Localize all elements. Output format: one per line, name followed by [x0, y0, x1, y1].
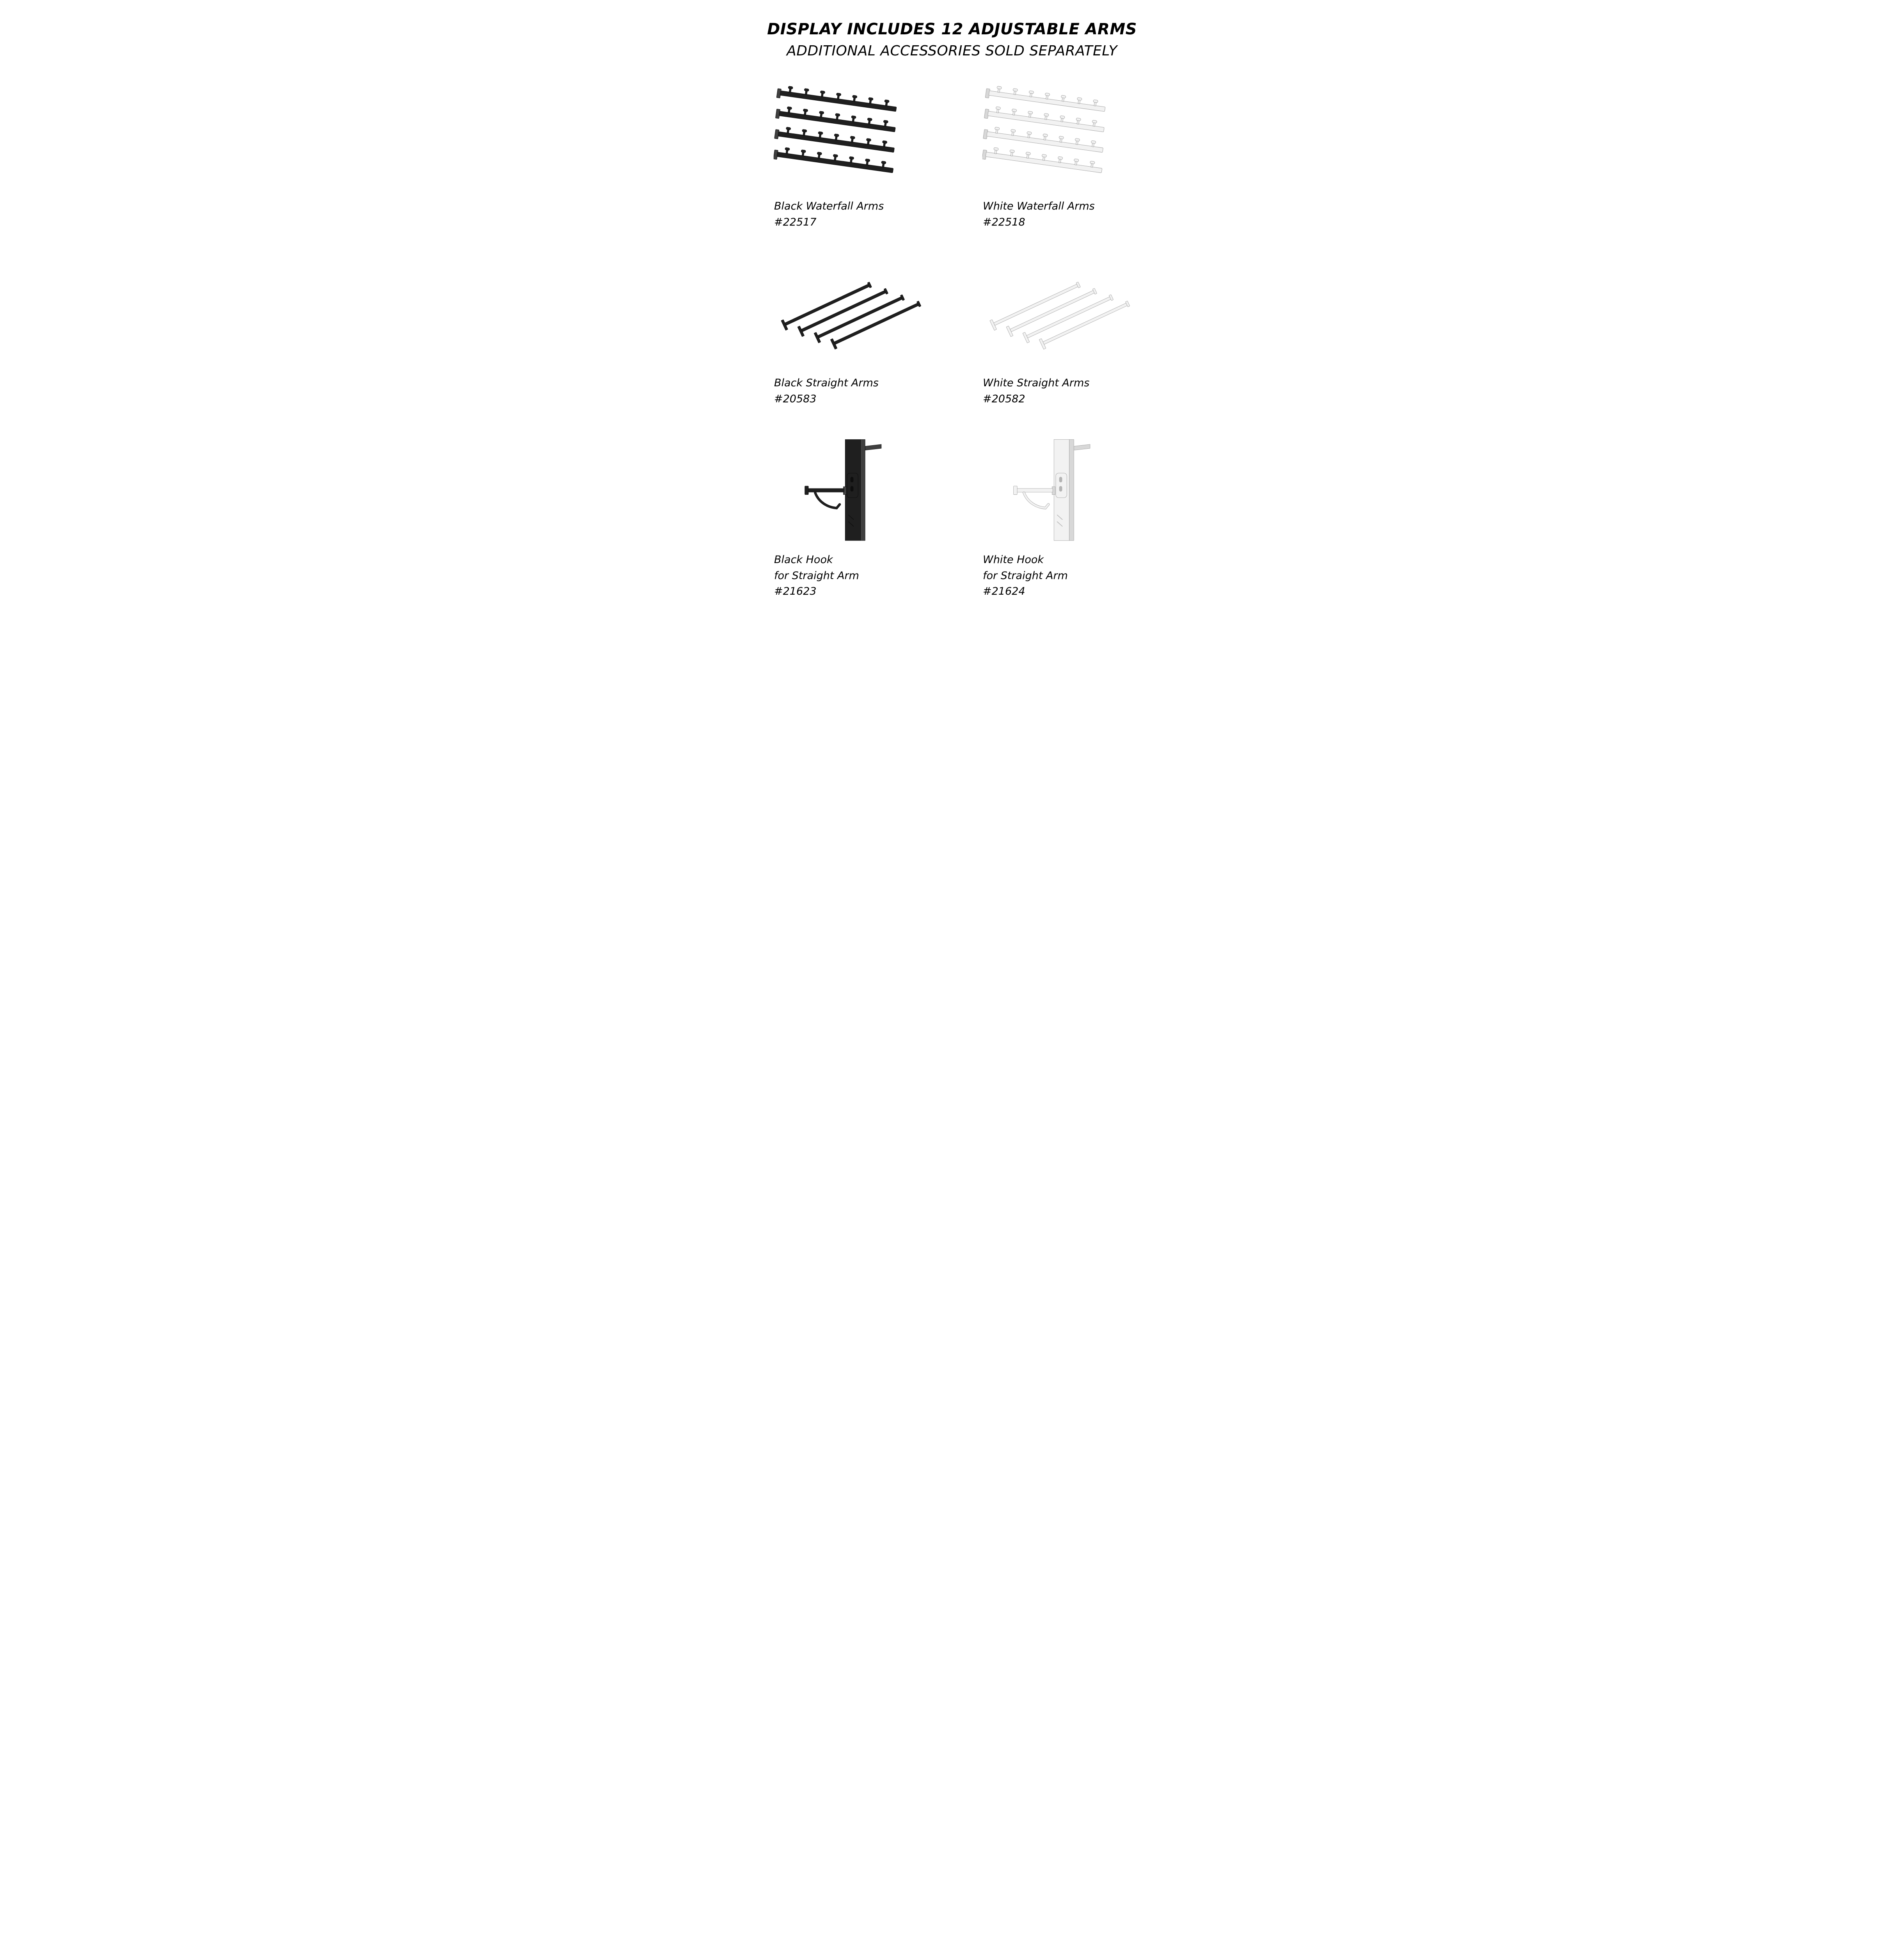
- page-header: DISPLAY INCLUDES 12 ADJUSTABLE ARMS ADDI…: [714, 20, 1190, 59]
- product-sku: #21623: [774, 585, 817, 597]
- product-name-line2: for Straight Arm: [774, 569, 859, 582]
- product-name: Black Straight Arms: [774, 377, 879, 389]
- page-subtitle: ADDITIONAL ACCESSORIES SOLD SEPARATELY: [787, 43, 1117, 59]
- white-hook-image: [977, 435, 1135, 544]
- product-cell-white-waterfall-arms: White Waterfall Arms #22518: [977, 82, 1135, 230]
- product-sku: #21624: [983, 585, 1025, 597]
- product-name-line2: for Straight Arm: [983, 569, 1068, 582]
- product-cell-black-hook: Black Hook for Straight Arm #21623: [769, 435, 927, 600]
- product-caption: White Waterfall Arms #22518: [983, 199, 1135, 230]
- black-hook-image: [769, 435, 927, 544]
- black-waterfall-arms-image: [769, 82, 927, 191]
- page-title: DISPLAY INCLUDES 12 ADJUSTABLE ARMS: [767, 20, 1137, 38]
- product-cell-black-straight-arms: Black Straight Arms #20583: [769, 258, 927, 407]
- product-caption: White Straight Arms #20582: [983, 375, 1135, 407]
- product-name: Black Waterfall Arms: [774, 200, 884, 212]
- accessory-sheet-page: DISPLAY INCLUDES 12 ADJUSTABLE ARMS ADDI…: [714, 0, 1190, 644]
- product-name: White Waterfall Arms: [983, 200, 1095, 212]
- white-waterfall-arms-image: [977, 82, 1135, 191]
- product-caption: Black Straight Arms #20583: [774, 375, 927, 407]
- product-cell-white-hook: White Hook for Straight Arm #21624: [977, 435, 1135, 600]
- black-straight-arms-image: [769, 258, 927, 368]
- product-caption: Black Waterfall Arms #22517: [774, 199, 927, 230]
- product-name: Black Hook: [774, 554, 833, 566]
- product-grid: Black Waterfall Arms #22517 White Waterf…: [769, 82, 1135, 600]
- product-caption: Black Hook for Straight Arm #21623: [774, 552, 927, 600]
- product-cell-white-straight-arms: White Straight Arms #20582: [977, 258, 1135, 407]
- product-cell-black-waterfall-arms: Black Waterfall Arms #22517: [769, 82, 927, 230]
- product-name: White Straight Arms: [983, 377, 1090, 389]
- product-sku: #22518: [983, 216, 1025, 228]
- white-straight-arms-image: [977, 258, 1135, 368]
- product-sku: #22517: [774, 216, 817, 228]
- product-name: White Hook: [983, 554, 1044, 566]
- product-sku: #20582: [983, 393, 1025, 405]
- product-sku: #20583: [774, 393, 817, 405]
- product-caption: White Hook for Straight Arm #21624: [983, 552, 1135, 600]
